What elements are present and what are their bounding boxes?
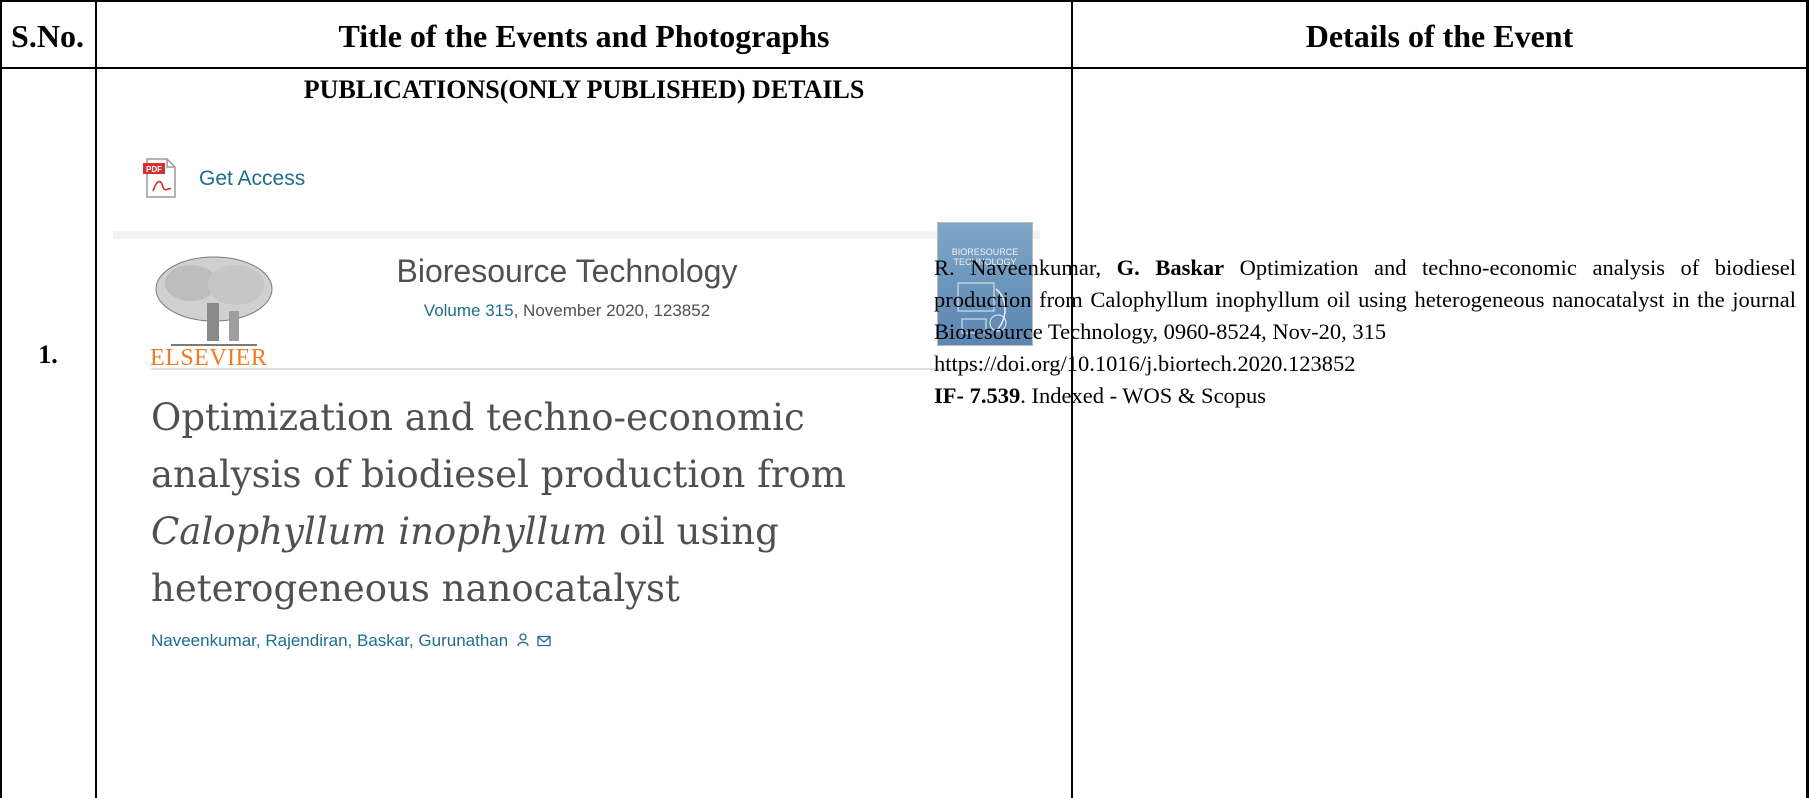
article-title-species: Calophyllum inophyllum: [151, 510, 608, 553]
article-title-line-2: analysis of biodiesel production from: [151, 453, 846, 496]
section-heading: PUBLICATIONS(ONLY PUBLISHED) DETAILS: [303, 75, 865, 104]
header-separator: [0, 67, 1809, 69]
svg-text:PDF: PDF: [146, 165, 162, 174]
volume-link[interactable]: Volume 315: [423, 301, 514, 320]
cover-title: BIORESOURCE TECHNOLOGY: [951, 247, 1019, 267]
mail-icon[interactable]: [537, 635, 551, 647]
column-separator-1: [95, 0, 97, 798]
author-names[interactable]: Naveenkumar, Rajendiran, Baskar, Gurunat…: [151, 631, 509, 650]
author-list[interactable]: Naveenkumar, Rajendiran, Baskar, Gurunat…: [151, 631, 551, 651]
article-title-line-3: Calophyllum inophyllum oil using: [151, 503, 1011, 560]
header-details: Details of the Event: [1305, 17, 1574, 54]
column-separator-2: [1071, 0, 1073, 798]
header-title: Title of the Events and Photographs: [338, 17, 830, 54]
journal-volume: Volume 315, November 2020, 123852: [327, 301, 807, 321]
person-icon[interactable]: [517, 633, 529, 647]
event-details: R. Naveenkumar, G. Baskar Optimization a…: [934, 252, 1796, 412]
article-title-line-4: heterogeneous nanocatalyst: [151, 567, 680, 610]
toolbar-strip: [113, 231, 1040, 239]
table-border-top: [0, 0, 1809, 2]
impact-factor: IF- 7.539. Indexed - WOS & Scopus: [934, 380, 1796, 412]
author-2: G. Baskar: [1116, 255, 1225, 280]
article-screenshot: PDF Get Access ELSEVIER Bioresource Tech…: [113, 125, 1040, 795]
get-access-link[interactable]: Get Access: [199, 167, 306, 190]
doi-link[interactable]: https://doi.org/10.1016/j.biortech.2020.…: [934, 351, 1356, 376]
indexed-text: . Indexed - WOS & Scopus: [1020, 383, 1267, 408]
header-divider: [151, 368, 1013, 370]
row-sno: 1.: [38, 340, 58, 369]
volume-details: , November 2020, 123852: [513, 301, 711, 320]
elsevier-wordmark: ELSEVIER: [150, 345, 268, 371]
cover-graphic: [957, 282, 1007, 334]
elsevier-tree-logo: [155, 256, 273, 346]
impact-factor-label: IF- 7.539: [934, 383, 1021, 408]
article-title-line-1: Optimization and techno-economic: [151, 396, 805, 439]
author-1: R. Naveenkumar,: [934, 255, 1117, 280]
citation-paragraph: R. Naveenkumar, G. Baskar Optimization a…: [934, 252, 1796, 348]
table-border-right: [1806, 0, 1809, 798]
journal-cover-image[interactable]: BIORESOURCE TECHNOLOGY: [937, 222, 1033, 346]
pdf-icon[interactable]: PDF: [143, 157, 177, 199]
article-title-line-3-rest: oil using: [607, 510, 779, 553]
header-sno: S.No.: [11, 17, 84, 54]
article-title: Optimization and techno-economic analysi…: [151, 389, 1011, 617]
citation-text: Optimization and techno-economic analysi…: [934, 255, 1797, 344]
table-border-left: [0, 0, 2, 798]
journal-title[interactable]: Bioresource Technology: [396, 253, 738, 289]
